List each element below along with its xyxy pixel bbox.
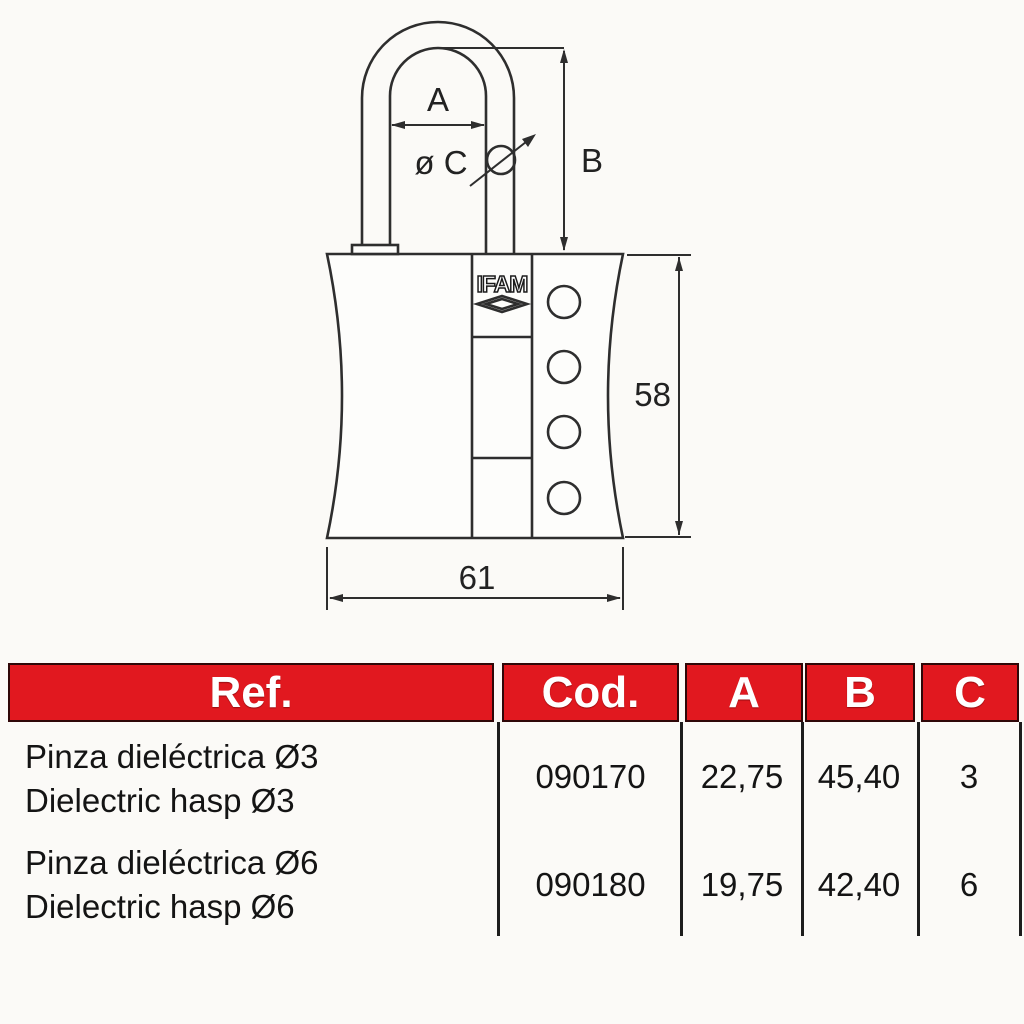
a-value: 22,75: [700, 758, 784, 795]
column-divider: [680, 722, 683, 936]
dim-label-58: 58: [634, 376, 671, 413]
column-divider: [497, 722, 500, 936]
column-divider: [917, 722, 920, 936]
dimension-c: ø C: [414, 134, 536, 187]
dim-label-a: A: [427, 81, 449, 118]
header-b: B: [805, 663, 915, 722]
dimension-a: A: [391, 81, 485, 129]
cod-value: 090170: [535, 758, 646, 795]
c-value: 6: [959, 866, 979, 903]
dim-label-b: B: [581, 142, 603, 179]
rivet-hole: [546, 349, 582, 385]
c-value: 3: [959, 758, 979, 795]
logo-diamond-outer: [472, 294, 532, 314]
shackle-outer: [360, 20, 516, 253]
dimension-b: B: [439, 47, 603, 251]
dimension-body-height: 58: [625, 254, 691, 538]
rivet-holes: [546, 284, 582, 516]
shackle-collar: [350, 243, 400, 256]
rivet-hole: [546, 480, 582, 516]
dim-label-c: ø C: [414, 144, 467, 181]
a-value: 19,75: [700, 866, 784, 903]
rivet-hole: [546, 414, 582, 450]
technical-drawing: IFAM A B ø C: [325, 20, 691, 610]
cod-value: 090180: [535, 866, 646, 903]
header-a: A: [685, 663, 803, 722]
ref-cell: Pinza dieléctrica Ø3 Dielectric hasp Ø3: [25, 735, 490, 823]
shackle-inner: [388, 46, 488, 253]
ifam-logo: IFAM: [477, 271, 528, 297]
header-c: C: [921, 663, 1019, 722]
center-strip: [470, 254, 534, 538]
rivet-hole: [546, 284, 582, 320]
b-value: 45,40: [817, 758, 901, 795]
logo-diamond-inner: [481, 297, 523, 311]
ref-cell: Pinza dieléctrica Ø6 Dielectric hasp Ø6: [25, 841, 490, 929]
header-ref: Ref.: [8, 663, 494, 722]
diameter-callout-circle: [485, 144, 517, 176]
ref-line-en: Dielectric hasp Ø6: [25, 888, 295, 925]
ref-line-es: Pinza dieléctrica Ø3: [25, 738, 319, 775]
dim-label-61: 61: [459, 559, 496, 596]
header-cod: Cod.: [502, 663, 679, 722]
ref-line-es: Pinza dieléctrica Ø6: [25, 844, 319, 881]
dimension-body-width: 61: [326, 547, 624, 610]
hasp-body-outline: [325, 252, 625, 540]
ref-line-en: Dielectric hasp Ø3: [25, 782, 295, 819]
column-divider: [1019, 722, 1022, 936]
b-value: 42,40: [817, 866, 901, 903]
column-divider: [801, 722, 804, 936]
